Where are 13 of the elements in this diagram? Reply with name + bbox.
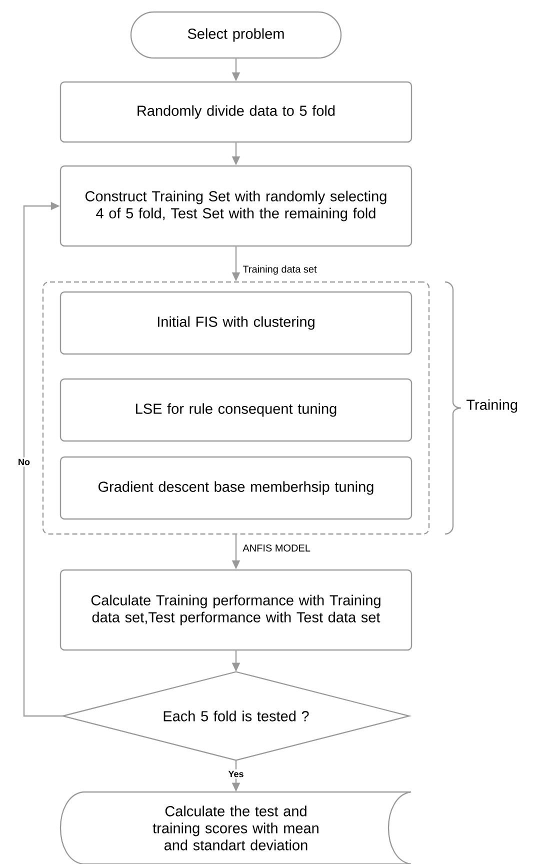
process-box: Calculate Training performance with Training data set,Test performance with Test data set (60, 569, 412, 651)
edge-label: No (18, 458, 30, 466)
process-box: Initial FIS with clustering (60, 291, 412, 355)
process-box: LSE for rule consequent tuning (60, 378, 412, 442)
dashed-group-box (42, 281, 430, 535)
edge-label: Yes (228, 770, 244, 778)
brace-label: Training (466, 399, 518, 413)
process-box: Gradient descent base memberhsip tuning (60, 456, 412, 520)
edge-label: Training data set (242, 265, 317, 275)
process-box: Construct Training Set with randomly selecting 4 of 5 fold, Test Set with the remaining fold (60, 165, 412, 247)
process-box: Randomly divide data to 5 fold (60, 81, 412, 143)
edge-label: ANFIS MODEL (242, 544, 310, 552)
arrow (23, 202, 63, 717)
